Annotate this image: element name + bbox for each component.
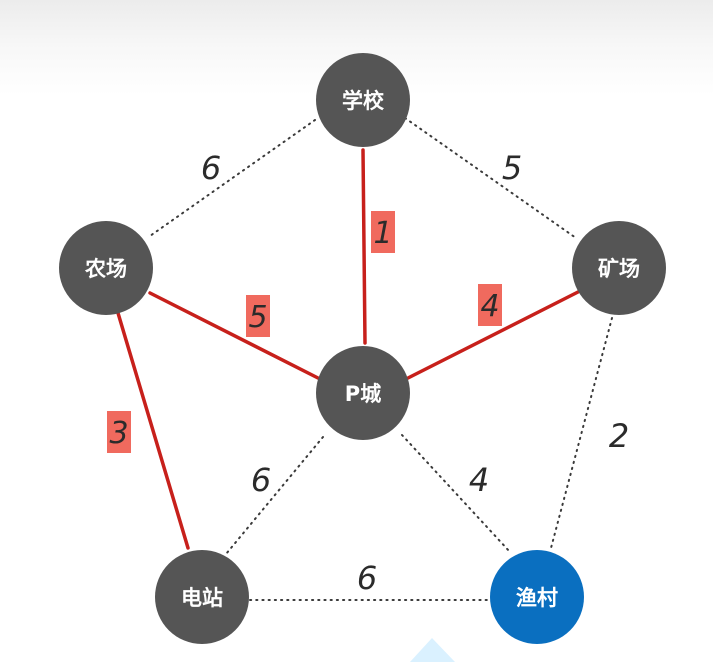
node-circle-pcity — [316, 346, 410, 440]
edge-weight-box-farm-station — [107, 411, 131, 453]
edge-mine-village — [550, 317, 613, 549]
node-mine[interactable]: 矿场 — [572, 221, 666, 315]
edge-school-mine — [404, 117, 577, 239]
edges-layer — [116, 117, 613, 601]
edge-weight-mine-pcity: 4 — [480, 289, 499, 324]
node-school[interactable]: 学校 — [316, 53, 410, 147]
edge-school-farm — [149, 119, 316, 237]
edge-weight-farm-pcity: 5 — [248, 300, 267, 335]
node-circle-village — [490, 550, 584, 644]
edge-weight-box-farm-pcity — [246, 295, 270, 337]
edge-weight-box-school-pcity — [371, 211, 395, 253]
edge-pcity-village — [401, 434, 511, 553]
node-label-mine: 矿场 — [598, 257, 640, 281]
node-label-village: 渔村 — [516, 586, 558, 610]
node-circle-mine — [572, 221, 666, 315]
edge-mine-pcity — [406, 290, 580, 380]
edge-weight-school-farm: 6 — [201, 149, 221, 187]
edge-weight-pcity-village: 4 — [469, 461, 489, 499]
edge-weight-station-village: 6 — [357, 559, 377, 597]
node-label-station: 电站 — [181, 586, 223, 610]
edge-pcity-station — [225, 436, 324, 555]
node-village[interactable]: 渔村 — [490, 550, 584, 644]
node-circle-station — [155, 550, 249, 644]
node-label-school: 学校 — [342, 89, 385, 113]
edge-farm-station — [116, 311, 190, 550]
node-farm[interactable]: 农场 — [59, 221, 153, 315]
node-station[interactable]: 电站 — [155, 550, 249, 644]
edge-weight-school-pcity: 1 — [373, 216, 392, 251]
node-circle-farm — [59, 221, 153, 315]
edge-weight-school-mine: 5 — [502, 149, 522, 187]
node-label-pcity: P城 — [345, 382, 381, 406]
edge-labels-layer: 6 5 1 5 4 3 2 6 4 6 — [107, 149, 629, 597]
edge-farm-pcity — [148, 291, 320, 380]
cursor-shadow-icon — [410, 638, 455, 662]
edge-weight-mine-village: 2 — [609, 417, 629, 455]
edge-weight-pcity-station: 6 — [251, 461, 271, 499]
edge-weight-box-mine-pcity — [478, 284, 502, 326]
node-label-farm: 农场 — [84, 257, 127, 281]
edge-weight-farm-station: 3 — [109, 416, 128, 451]
node-circle-school — [316, 53, 410, 147]
node-pcity[interactable]: P城 — [316, 346, 410, 440]
edge-school-pcity — [361, 148, 367, 345]
